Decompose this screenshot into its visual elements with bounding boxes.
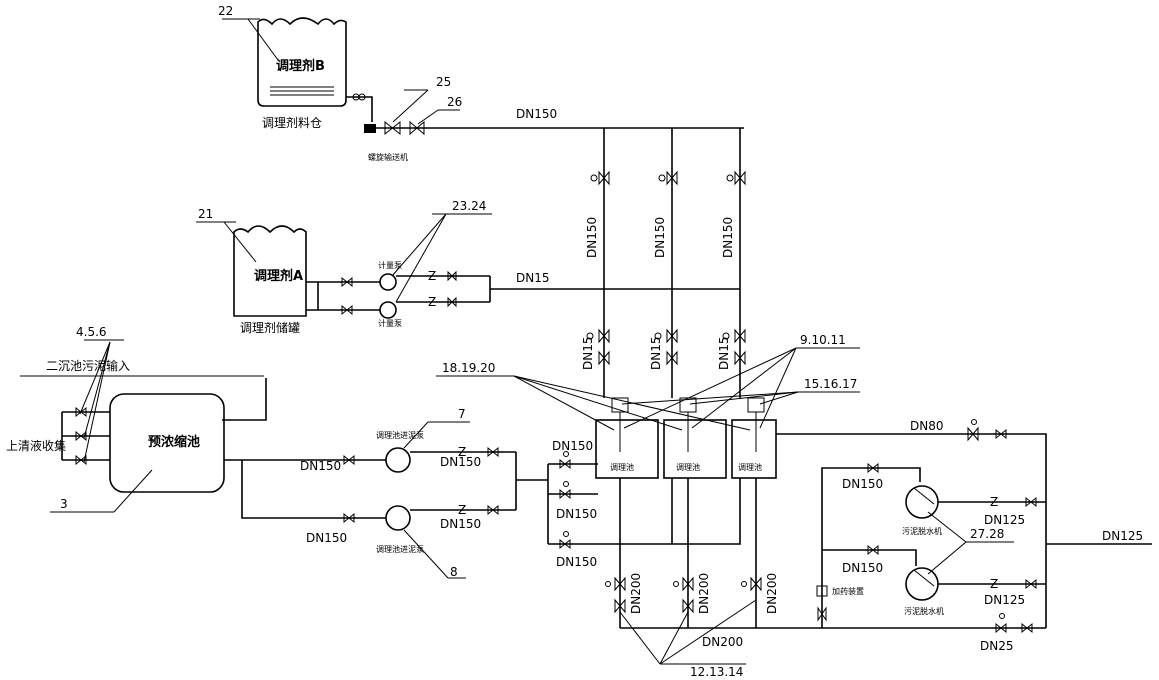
screw-feeder <box>364 124 376 133</box>
conditioner-b-hopper: 调理剂B <box>257 17 347 107</box>
tank-b-label: 调理剂B <box>276 58 325 74</box>
dn150-c: DN150 <box>440 455 481 469</box>
conditioner-a-tank: 调理剂A <box>233 225 307 317</box>
tank-b-caption: 调理剂料仓 <box>262 115 322 130</box>
dn150-h: DN150 <box>842 477 883 491</box>
dn150-a: DN150 <box>300 459 341 473</box>
dn25-label: DN25 <box>980 639 1014 653</box>
callout-121314: 12.13.14 <box>690 665 743 679</box>
svg-text:加药装置: 加药装置 <box>832 586 864 596</box>
svg-text:Z: Z <box>428 295 436 309</box>
mixing-tank-2: 调理池 <box>663 397 727 479</box>
dn200-h: DN200 <box>702 635 743 649</box>
dewatering-pump-2 <box>905 567 939 601</box>
dn15-v2: DN15 <box>649 337 663 371</box>
clear-water-label: 上清液收集 <box>6 438 66 453</box>
metering-pump-1 <box>379 273 397 291</box>
svg-text:计量泵: 计量泵 <box>378 260 402 270</box>
callout-91011: 9.10.11 <box>800 333 846 347</box>
callout-22: 22 <box>218 4 233 18</box>
callout-26: 26 <box>447 95 462 109</box>
dn150-v3: DN150 <box>721 217 735 258</box>
mixing-tank-3: 调理池 <box>731 397 777 479</box>
svg-text:Z: Z <box>990 495 998 509</box>
metering-pump-2 <box>379 301 397 319</box>
dn125-b: DN125 <box>984 593 1025 607</box>
valve-26 <box>409 120 425 136</box>
dn150-e: DN150 <box>552 439 593 453</box>
callout-8: 8 <box>450 565 458 579</box>
valve-b1 <box>352 93 366 101</box>
mixer-label-3: 调理池 <box>738 462 762 472</box>
svg-text:螺旋输送机: 螺旋输送机 <box>368 152 408 162</box>
dn150-f: DN150 <box>556 507 597 521</box>
dn150-v2: DN150 <box>653 217 667 258</box>
dn80-label: DN80 <box>910 419 944 433</box>
pipe-label-dn150-top: DN150 <box>516 107 557 121</box>
mixer-label-1: 调理池 <box>610 462 634 472</box>
mixer-label-2: 调理池 <box>676 462 700 472</box>
sludge-pump-1 <box>385 447 411 473</box>
callout-21: 21 <box>198 207 213 221</box>
callout-2324: 23.24 <box>452 199 486 213</box>
tank-a-caption: 调理剂储罐 <box>240 320 300 335</box>
callout-7: 7 <box>458 407 466 421</box>
pre-tank-label: 预浓缩池 <box>148 434 200 450</box>
dn200-v3: DN200 <box>765 573 779 614</box>
svg-text:污泥脱水机: 污泥脱水机 <box>902 526 942 536</box>
dn200-v2: DN200 <box>697 573 711 614</box>
callout-456: 4.5.6 <box>76 325 107 339</box>
dn15-v3: DN15 <box>717 337 731 371</box>
dn15-v1: DN15 <box>581 337 595 371</box>
dn150-i: DN150 <box>842 561 883 575</box>
dn150-g: DN150 <box>556 555 597 569</box>
svg-text:调理池进泥泵: 调理池进泥泵 <box>376 430 424 440</box>
callout-2728: 27.28 <box>970 527 1004 541</box>
pipe-label-dn15: DN15 <box>516 271 550 285</box>
tank-a-label: 调理剂A <box>254 268 303 284</box>
dn150-d: DN150 <box>440 517 481 531</box>
dn125-out: DN125 <box>1102 529 1143 543</box>
svg-text:Z: Z <box>458 503 466 517</box>
svg-text:调理池进泥泵: 调理池进泥泵 <box>376 544 424 554</box>
pre-thickening-tank <box>109 393 225 493</box>
svg-text:Z: Z <box>990 577 998 591</box>
mixing-tank-1: 调理池 <box>595 397 659 479</box>
dn125-a: DN125 <box>984 513 1025 527</box>
callout-25: 25 <box>436 75 451 89</box>
callout-151617: 15.16.17 <box>804 377 857 391</box>
dn200-v1: DN200 <box>629 573 643 614</box>
dn150-v1: DN150 <box>585 217 599 258</box>
svg-text:Z: Z <box>428 269 436 283</box>
svg-text:Z: Z <box>458 445 466 459</box>
dn150-b: DN150 <box>306 531 347 545</box>
callout-3: 3 <box>60 497 68 511</box>
dewatering-pump-1 <box>905 485 939 519</box>
svg-text:计量泵: 计量泵 <box>378 318 402 328</box>
callout-181920: 18.19.20 <box>442 361 495 375</box>
sludge-pump-2 <box>385 505 411 531</box>
valve-25 <box>384 120 401 136</box>
sludge-input-label: 二沉池污泥输入 <box>46 358 130 373</box>
svg-text:污泥脱水机: 污泥脱水机 <box>904 606 944 616</box>
